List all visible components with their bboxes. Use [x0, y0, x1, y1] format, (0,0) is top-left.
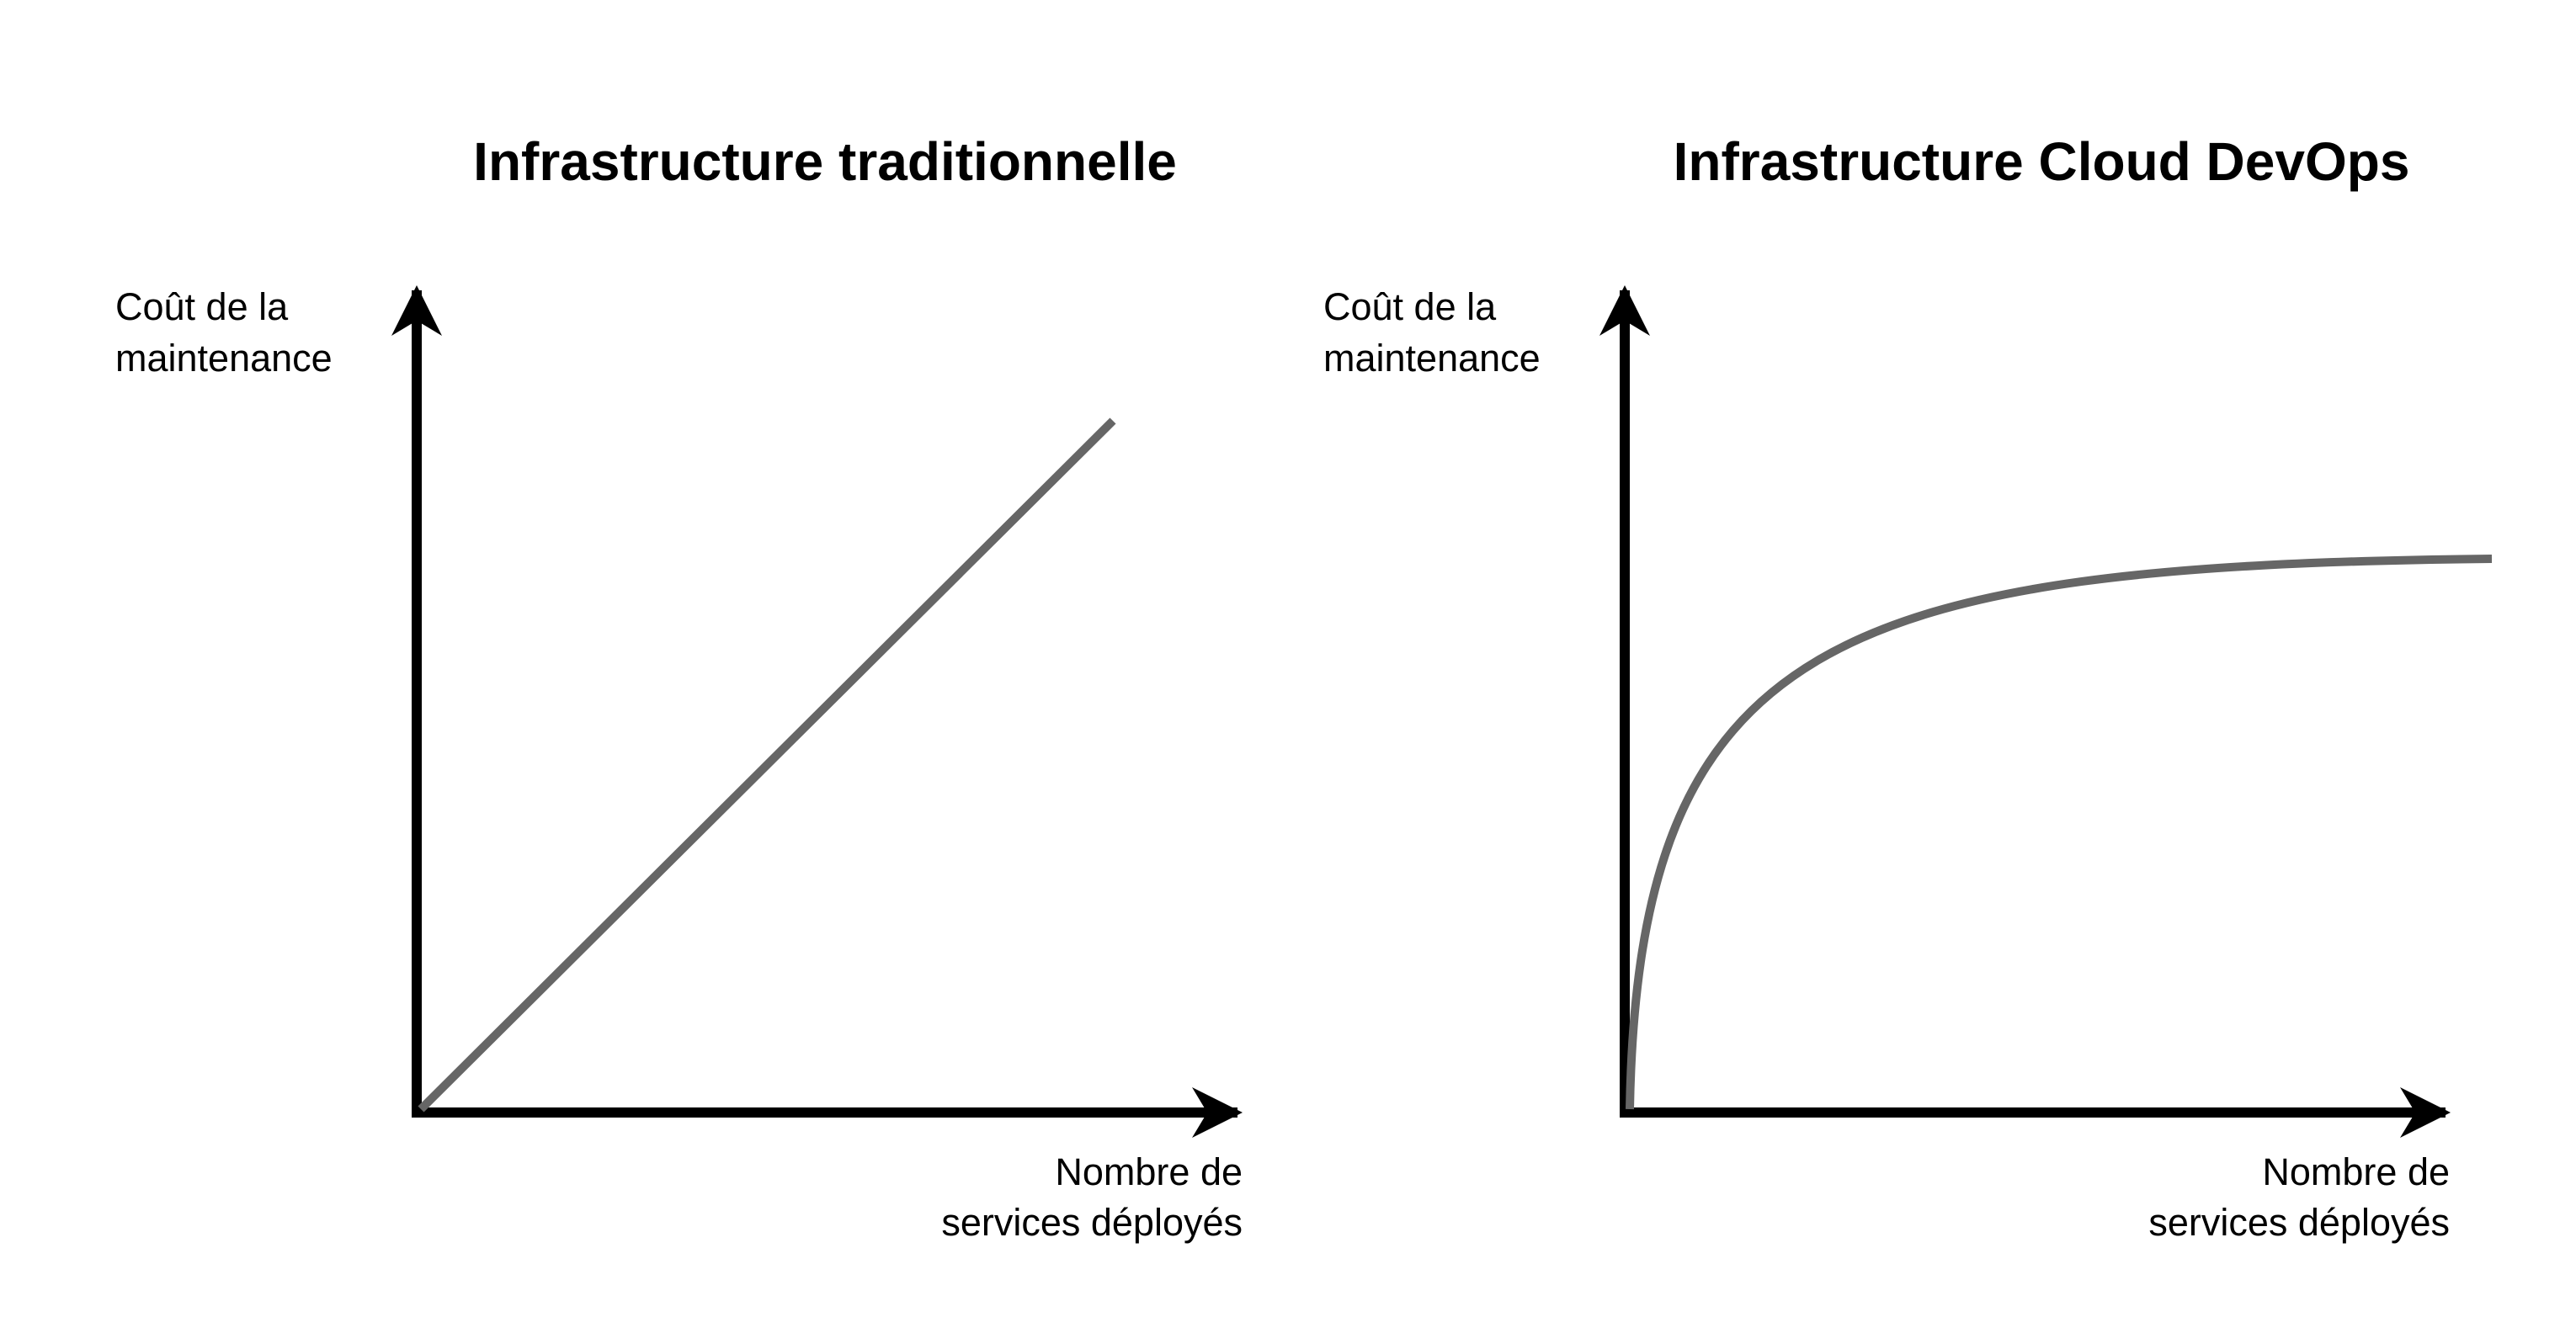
- cost-curve-saturating: [1626, 555, 2493, 1110]
- y-axis-label-line2: maintenance: [115, 337, 333, 380]
- x-axis-label-line1: Nombre de: [2262, 1150, 2450, 1193]
- y-axis-label-line1: Coût de la: [115, 285, 289, 328]
- panel-traditional: Infrastructure traditionnelle Coût de la…: [115, 131, 1243, 1244]
- panel-cloud-devops: Infrastructure Cloud DevOps Coût de la m…: [1323, 131, 2493, 1244]
- y-axis-label-line2: maintenance: [1323, 337, 1541, 380]
- x-axis-label-line2: services déployés: [941, 1201, 1243, 1244]
- panel-title: Infrastructure Cloud DevOps: [1674, 131, 2410, 192]
- y-axis-label-line1: Coût de la: [1323, 285, 1497, 328]
- x-axis-label-line2: services déployés: [2148, 1201, 2450, 1244]
- x-axis-label-line1: Nombre de: [1055, 1150, 1243, 1193]
- cost-curve-linear: [418, 417, 1116, 1113]
- panel-title: Infrastructure traditionnelle: [473, 131, 1177, 192]
